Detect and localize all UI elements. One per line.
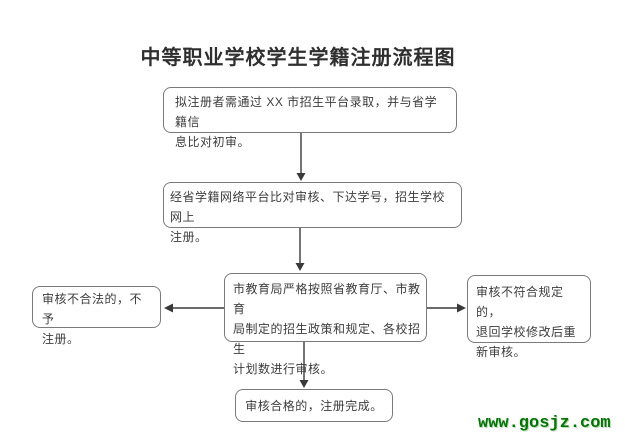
arrow-review-to-not-registered	[164, 303, 224, 313]
arrow-initial-to-platform	[296, 133, 306, 181]
flow-box-city-bureau-review: 市教育局严格按照省教育厅、市教育 局制定的招生政策和规定、各校招生 计划数进行审…	[224, 273, 427, 376]
flow-box-complete: 审核合格的，注册完成。	[235, 389, 393, 422]
watermark-url: www.gosjz.com	[478, 414, 611, 433]
flow-box-return-revise: 审核不符合规定的， 退回学校修改后重 新审核。	[467, 275, 591, 359]
arrow-platform-to-review	[295, 228, 305, 271]
flow-box-initial-review: 拟注册者需通过 XX 市招生平台录取，并与省学籍信 息比对初审。	[163, 87, 457, 149]
arrow-review-to-return-revise	[427, 303, 466, 313]
flow-box-province-platform: 经省学籍网络平台比对审核、下达学号，招生学校网上 注册。	[163, 182, 462, 244]
flow-box-not-registered: 审核不合法的，不予 注册。	[32, 286, 161, 346]
page-title: 中等职业学校学生学籍注册流程图	[140, 47, 456, 69]
